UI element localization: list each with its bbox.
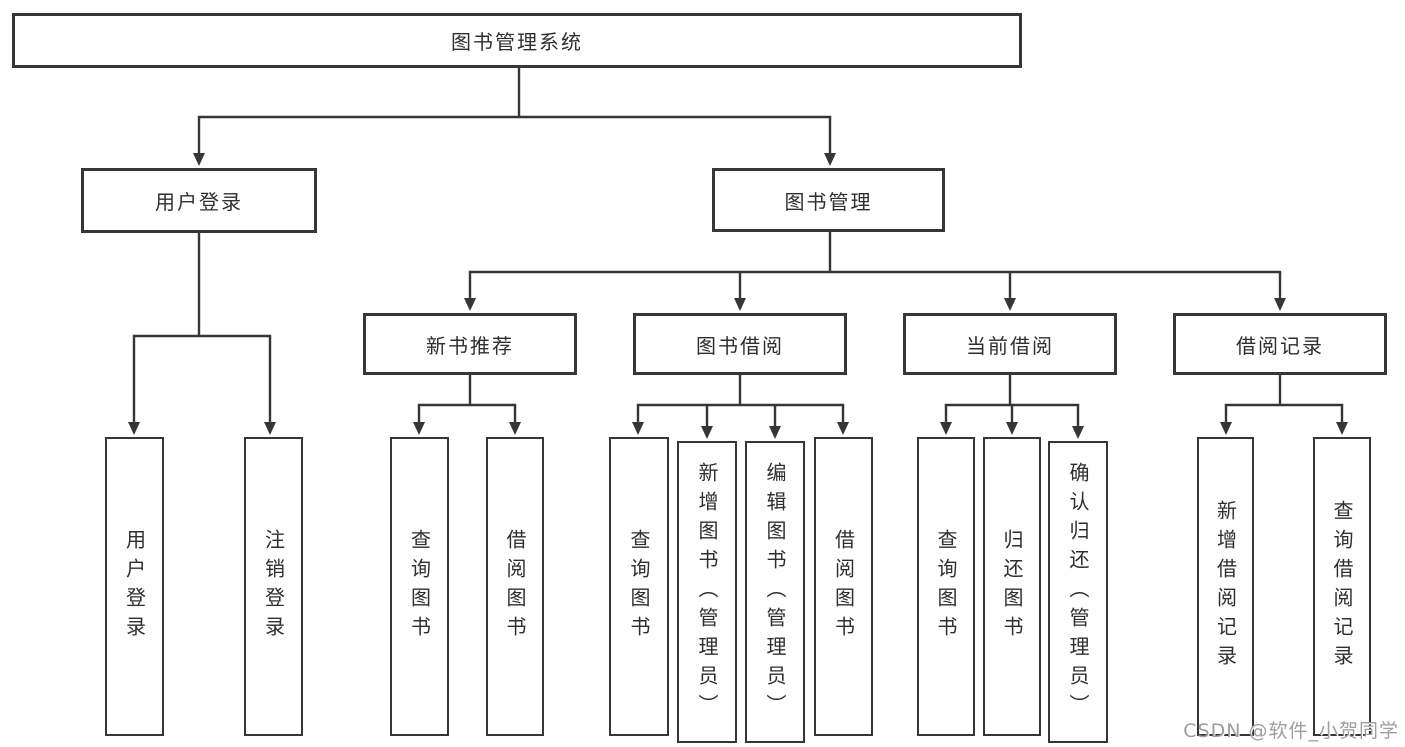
leaf-return-book-label: 归还图书	[1000, 528, 1024, 645]
leaf-query-books-recommend-label: 查询图书	[407, 528, 432, 645]
leaf-add-book-admin-label: 新增图书（管理员）	[695, 461, 719, 723]
node-borrow-records: 借阅记录	[1173, 313, 1387, 375]
leaf-return-book: 归还图书	[983, 437, 1041, 736]
leaf-query-books-borrow-label: 查询图书	[627, 528, 651, 645]
node-user-login: 用户登录	[81, 168, 317, 233]
csdn-watermark: CSDN @软件_小贺同学	[1183, 720, 1399, 742]
leaf-query-books-current-label: 查询图书	[934, 528, 958, 645]
leaf-add-borrow-record: 新增借阅记录	[1197, 437, 1254, 736]
leaf-edit-book-admin-label: 编辑图书（管理员）	[763, 461, 787, 723]
leaf-user-login-label: 用户登录	[122, 528, 147, 645]
node-new-book-recommend: 新书推荐	[363, 313, 577, 375]
leaf-borrow-books-borrow-label: 借阅图书	[831, 528, 856, 645]
leaf-borrow-books-recommend-label: 借阅图书	[503, 528, 527, 645]
leaf-confirm-return-admin-label: 确认归还（管理员）	[1066, 461, 1090, 723]
leaf-borrow-books-recommend: 借阅图书	[486, 437, 544, 736]
node-root-system: 图书管理系统	[12, 13, 1022, 68]
leaf-edit-book-admin: 编辑图书（管理员）	[745, 441, 805, 743]
node-current-borrow: 当前借阅	[903, 313, 1117, 375]
node-book-borrow: 图书借阅	[633, 313, 847, 375]
leaf-borrow-books-borrow: 借阅图书	[814, 437, 873, 736]
node-book-management: 图书管理	[712, 168, 945, 232]
leaf-query-borrow-record-label: 查询借阅记录	[1330, 499, 1354, 674]
leaf-query-borrow-record: 查询借阅记录	[1313, 437, 1371, 736]
leaf-confirm-return-admin: 确认归还（管理员）	[1048, 441, 1108, 743]
leaf-user-login: 用户登录	[105, 437, 164, 736]
leaf-query-books-current: 查询图书	[917, 437, 975, 736]
leaf-logout-label: 注销登录	[261, 528, 286, 645]
leaf-query-books-recommend: 查询图书	[390, 437, 449, 736]
leaf-add-borrow-record-label: 新增借阅记录	[1213, 499, 1238, 674]
leaf-add-book-admin: 新增图书（管理员）	[677, 441, 737, 743]
leaf-query-books-borrow: 查询图书	[609, 437, 669, 736]
leaf-logout: 注销登录	[244, 437, 303, 736]
